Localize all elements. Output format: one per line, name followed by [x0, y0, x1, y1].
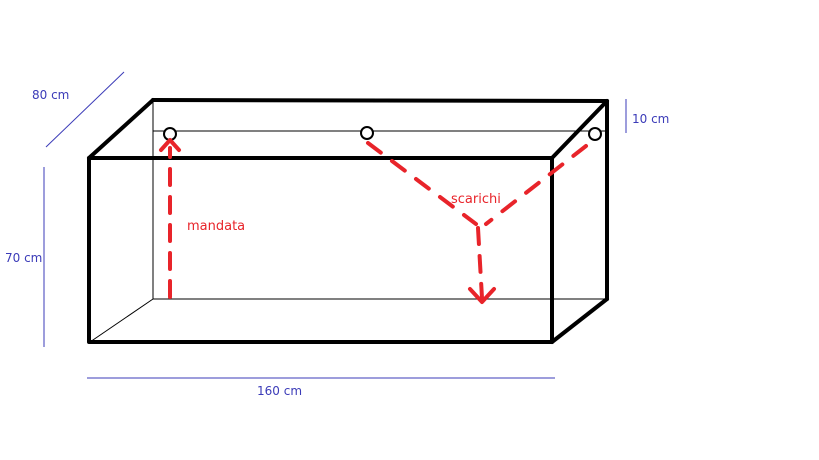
- outlet-hole-center: [360, 126, 374, 140]
- height-label: 70 cm: [5, 251, 42, 265]
- dimension-labels: 80 cm 70 cm 160 cm 10 cm: [5, 88, 669, 398]
- outlets-label: scarichi: [451, 192, 501, 207]
- dimension-lines: [43, 71, 627, 379]
- outlet-flow-line-down: [476, 226, 484, 300]
- depth-label: 80 cm: [32, 88, 69, 102]
- top-back-edge: [151, 98, 609, 103]
- back-box: [89, 101, 607, 343]
- top-left-depth-edge: [87, 98, 155, 160]
- depth-dimension-line: [45, 71, 125, 148]
- flow-labels: mandata scarichi: [187, 192, 501, 234]
- length-label: 160 cm: [257, 384, 302, 398]
- outlet-arrowhead: [468, 287, 496, 304]
- inlet-label: mandata: [187, 219, 245, 234]
- box-outline: [87, 98, 609, 344]
- bottom-left-depth-edge: [89, 298, 154, 343]
- outlet-flow-line-left: [366, 141, 478, 226]
- outlet-flow-line-right: [484, 144, 588, 226]
- top-gap-label: 10 cm: [632, 112, 669, 126]
- outlet-hole-right: [588, 127, 602, 141]
- inlet-arrowhead: [159, 138, 181, 152]
- flow-arrows: [159, 138, 588, 304]
- holes: [163, 126, 602, 141]
- front-face: [87, 156, 554, 344]
- bottom-right-depth-edge: [550, 297, 609, 344]
- top-right-depth-edge: [550, 99, 609, 160]
